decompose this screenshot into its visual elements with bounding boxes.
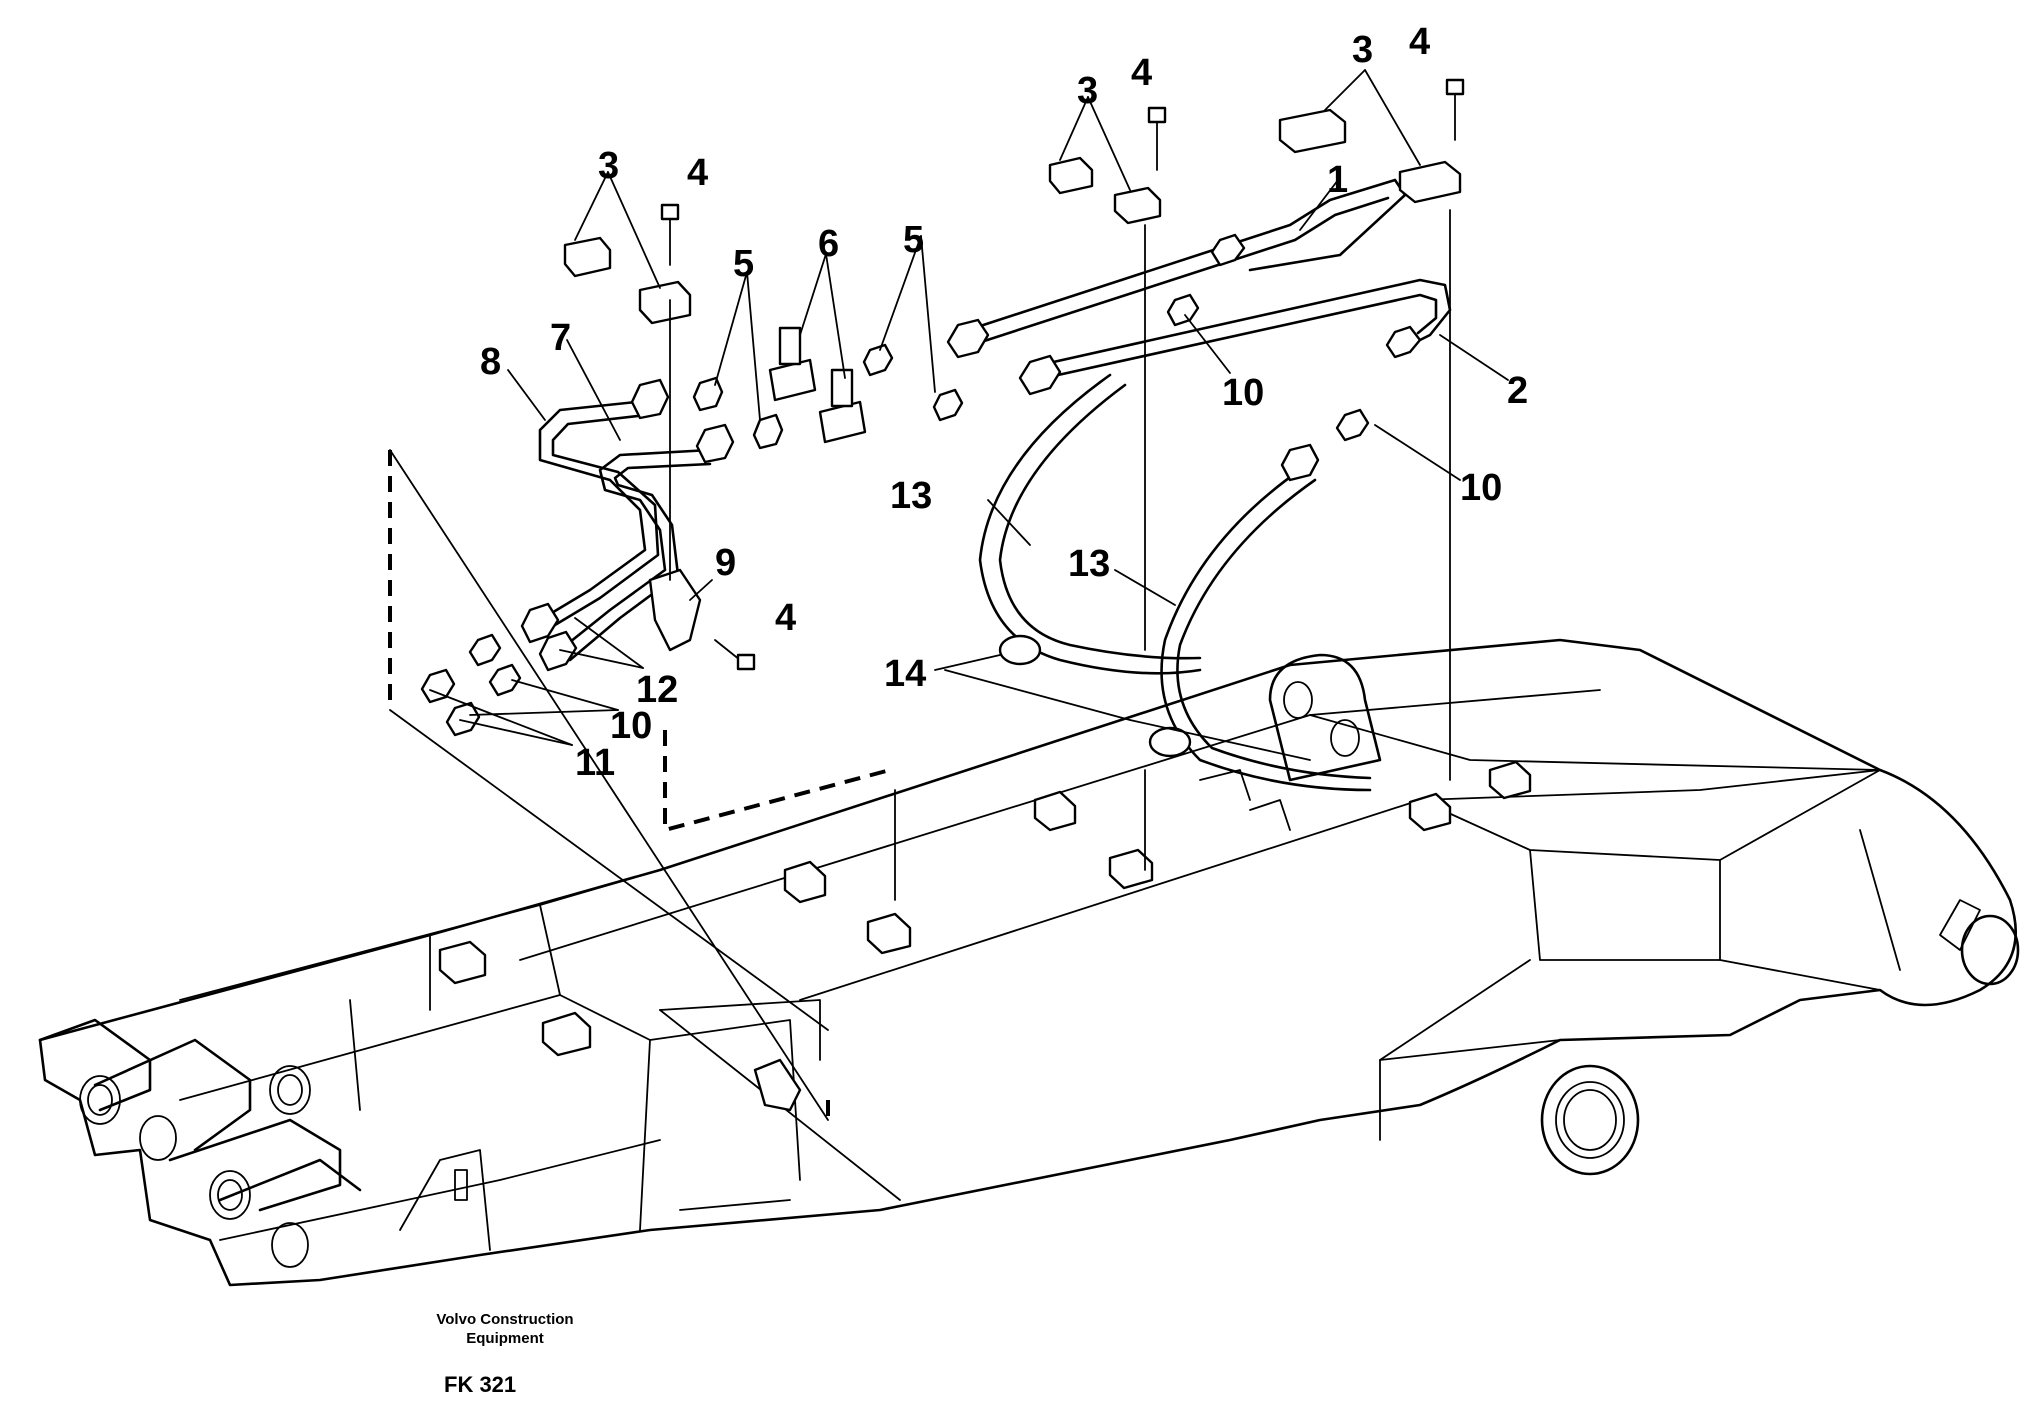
tube-8 — [538, 398, 660, 630]
callout-3-right: 3 — [1352, 29, 1373, 71]
callout-4-lower: 4 — [775, 597, 796, 639]
hose-13-right — [1160, 468, 1372, 792]
figure-code: FK 321 — [444, 1372, 517, 1397]
clamp-block — [866, 912, 912, 955]
company-line-2: Equipment — [466, 1330, 544, 1347]
callout-13-left: 13 — [890, 475, 932, 517]
hose-clamp-14 — [944, 634, 1311, 761]
hose-13-left — [978, 373, 1202, 675]
tube-7 — [558, 448, 712, 662]
screws-4 — [660, 78, 1465, 671]
clamp-block — [541, 1011, 592, 1057]
clamp-block — [783, 860, 827, 904]
callout-3-left: 3 — [598, 145, 619, 187]
boom-body — [38, 638, 2020, 1287]
leader-guides — [669, 209, 1451, 871]
clamp-block — [1033, 790, 1077, 832]
callout-7: 7 — [550, 317, 571, 359]
callout-10-left: 10 — [610, 705, 652, 747]
company-line-1: Volvo Construction — [436, 1311, 574, 1328]
leader-lines — [429, 69, 1509, 746]
callout-4-right: 4 — [1409, 21, 1430, 63]
callout-10-top: 10 — [1222, 372, 1264, 414]
callout-4-left: 4 — [687, 152, 708, 194]
clamp-block — [1488, 760, 1532, 800]
clamp-blocks-on-boom — [438, 760, 1532, 1112]
tube-1 — [966, 178, 1407, 346]
callout-4-middle: 4 — [1131, 52, 1152, 94]
callout-9: 9 — [715, 542, 736, 584]
callout-6: 6 — [818, 223, 839, 265]
callout-14: 14 — [884, 653, 926, 695]
fittings — [420, 233, 1422, 737]
dashed-detail-outline — [388, 449, 896, 1121]
callout-13-right: 13 — [1068, 543, 1110, 585]
clamp-halves-3 — [563, 108, 1462, 652]
clamp-block — [1408, 792, 1452, 832]
company-caption: Volvo Construction Equipment — [390, 1310, 620, 1348]
callout-11: 11 — [575, 742, 615, 784]
callout-1: 1 — [1327, 159, 1348, 201]
callout-5-right: 5 — [903, 219, 924, 261]
callout-8: 8 — [480, 341, 501, 383]
callout-5-left: 5 — [733, 243, 754, 285]
callout-12: 12 — [636, 669, 678, 711]
callout-3-middle: 3 — [1077, 70, 1098, 112]
callout-2: 2 — [1507, 370, 1528, 412]
clamp-block — [753, 1058, 802, 1112]
tube-2 — [1038, 278, 1452, 381]
clamp-block — [1108, 848, 1154, 890]
callout-labels: 1 2 3 3 3 4 4 4 4 5 5 6 7 8 9 10 10 10 1… — [480, 21, 1528, 784]
callout-10-right: 10 — [1460, 467, 1502, 509]
clamp-block — [438, 940, 487, 985]
